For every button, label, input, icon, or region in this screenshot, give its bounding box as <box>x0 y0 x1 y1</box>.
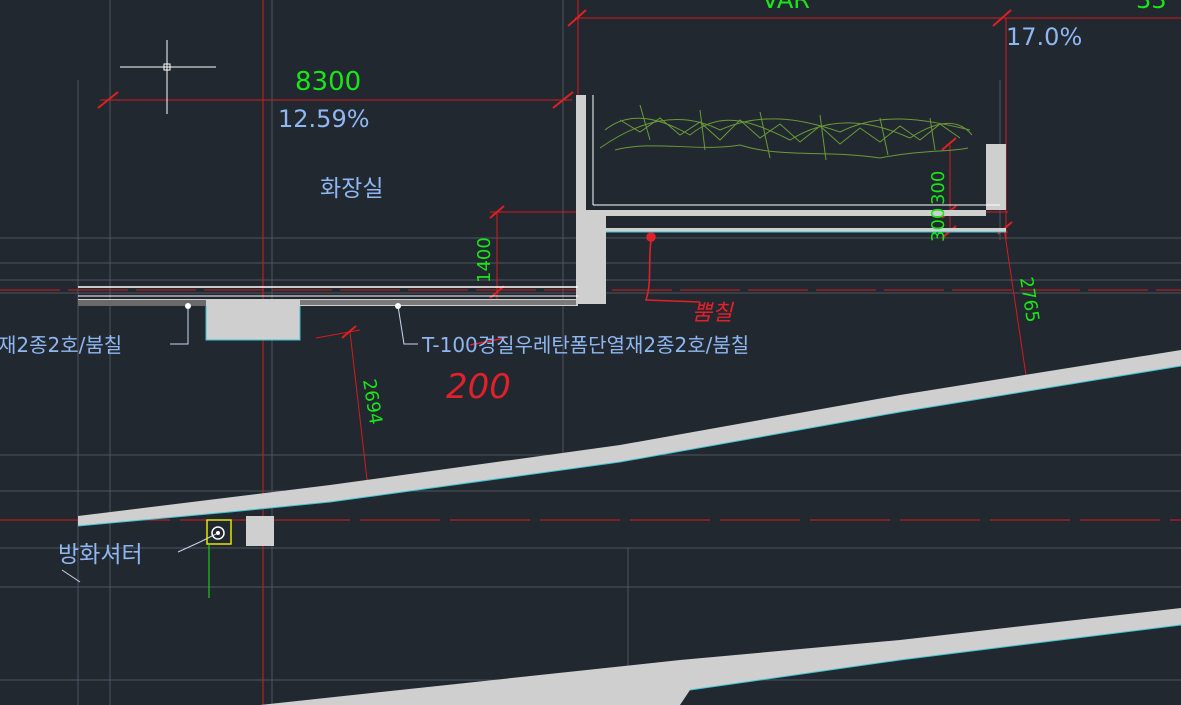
annotation-leaders <box>61 305 418 583</box>
crosshair-cursor-icon <box>120 40 216 114</box>
top-partial-text-far-right: 33 <box>1136 0 1167 14</box>
markup-paint-note: 뿜칠 <box>692 301 734 326</box>
dim-2765-label: 2765 <box>1015 275 1043 324</box>
insulation-hatch <box>78 300 576 306</box>
top-partial-text-var: VAR <box>762 0 810 14</box>
fire-shutter-symbol-icon <box>206 519 232 598</box>
leader-dots <box>185 303 401 309</box>
dim-slope-percent-left: 12.59% <box>278 105 370 133</box>
markup-200-note: 200 <box>446 367 511 407</box>
dim-8300-label: 8300 <box>295 67 361 97</box>
concrete-sections <box>78 95 1181 705</box>
room-label-restroom: 화장실 <box>320 176 383 202</box>
dim-300-label-upper: 300 <box>928 171 949 205</box>
dim-slope-percent-right: 17.0% <box>1006 23 1082 51</box>
annotation-left-material: 재2종2호/붐칠 <box>0 333 122 357</box>
dim-1400-label: 1400 <box>474 237 495 283</box>
top-partial-text-right: ㅇ ㅇ ㄴ ㄴ <box>915 0 1026 8</box>
annotation-insulation: T-100경질우레탄폼단열재2종2호/붐칠 <box>421 333 749 357</box>
top-partial-text-left: ㅇ ㅇ ㄴ ㄴ ㄴ ㄴ ㅇ ㄴ ㄴ ㄴ <box>70 0 359 8</box>
red-markup-strokes <box>469 232 701 346</box>
planter-foliage-icon <box>599 104 973 161</box>
annotation-fire-shutter: 방화셔터 <box>58 542 143 568</box>
ramp-edges <box>77 231 1181 691</box>
floor-finish-lines <box>78 95 1000 297</box>
dim-2694-label: 2694 <box>358 377 386 426</box>
dimension-ticks <box>97 9 1035 495</box>
dim-300-label-lower: 300 <box>928 208 949 242</box>
